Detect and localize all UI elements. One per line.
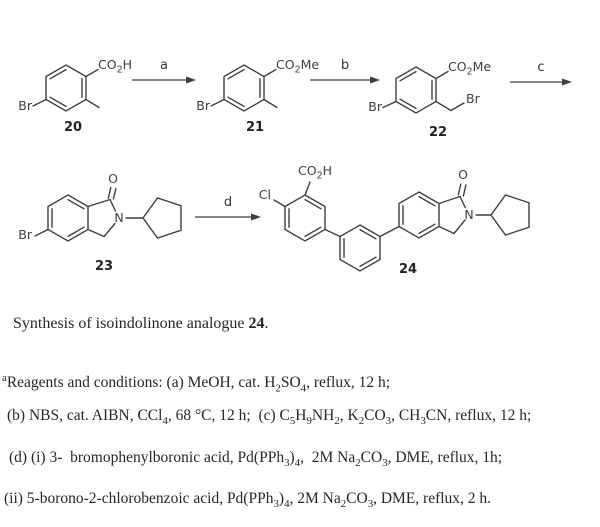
compound-23-structure: O N Br xyxy=(14,164,214,274)
reagents-line-a: aReagents and conditions: (a) MeOH, cat.… xyxy=(2,372,391,395)
arrow-line xyxy=(310,76,380,84)
atom-label-br-ring: Br xyxy=(368,99,382,114)
compound-number-21: 21 xyxy=(245,120,265,135)
atom-label-n: N xyxy=(464,207,474,222)
arrow-line xyxy=(195,213,261,221)
compound-24-structure: CO2H Cl O N xyxy=(243,158,568,290)
compound-20-structure: CO2H Br xyxy=(14,44,149,144)
atom-label-n: N xyxy=(114,210,124,225)
reaction-arrow-a: a xyxy=(132,59,196,85)
scheme-caption-title: Synthesis of isoindolinone analogue 24. xyxy=(13,315,269,332)
compound-21-skeleton xyxy=(210,64,278,112)
arrow-line xyxy=(132,76,196,84)
reagents-line-b-c: (b) NBS, cat. AIBN, CCl4, 68 °C, 12 h; (… xyxy=(7,407,532,428)
arrow-label-d: d xyxy=(223,195,233,210)
substituent-label-co2me: CO2Me xyxy=(276,57,320,76)
compound-number-24: 24 xyxy=(398,262,418,277)
compound-22-skeleton xyxy=(382,66,465,114)
compound-24-skeleton xyxy=(273,181,530,272)
substituent-label-co2me: CO2Me xyxy=(448,59,492,78)
atom-label-br: Br xyxy=(196,98,210,113)
compound-22-structure: CO2Me Br Br xyxy=(366,44,516,144)
reaction-arrow-b: b xyxy=(310,59,380,85)
atom-label-cl: Cl xyxy=(258,187,271,202)
reaction-arrow-d: d xyxy=(195,196,261,222)
substituent-label-co2h: CO2H xyxy=(298,163,333,182)
arrow-label-a: a xyxy=(160,58,168,73)
compound-21-structure: CO2Me Br xyxy=(192,44,342,144)
arrow-label-b: b xyxy=(340,58,350,73)
compound-23-skeleton xyxy=(34,186,182,242)
arrow-line xyxy=(510,78,572,86)
reaction-arrow-c: c xyxy=(510,61,572,87)
compound-number-22: 22 xyxy=(428,125,448,140)
reagents-line-d: (d) (i) 3- bromophenylboronic acid, Pd(P… xyxy=(9,449,503,470)
compound-number-20: 20 xyxy=(63,120,83,135)
reagents-line-ii: (ii) 5-borono-2-chlorobenzoic acid, Pd(P… xyxy=(4,490,492,511)
compound-20-skeleton xyxy=(32,64,100,112)
compound-number-23: 23 xyxy=(94,259,114,274)
arrow-label-c: c xyxy=(537,60,545,75)
atom-label-br: Br xyxy=(18,227,32,242)
atom-label-o: O xyxy=(458,167,468,182)
atom-label-br-methylene: Br xyxy=(466,91,480,106)
atom-label-br: Br xyxy=(18,98,32,113)
substituent-label-co2h: CO2H xyxy=(98,57,133,76)
atom-label-o: O xyxy=(108,171,118,186)
